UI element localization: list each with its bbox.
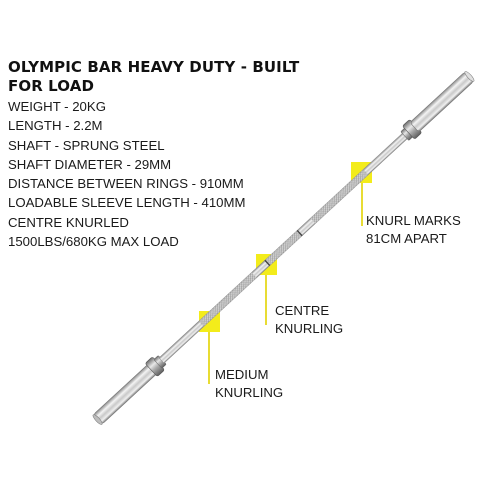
barbell-groove-centre-left: [264, 259, 271, 267]
barbell-right-end-cap: [464, 71, 475, 82]
barbell-left-knurl: [198, 272, 257, 327]
spec-shaft-diameter: SHAFT DIAMETER - 29MM: [8, 156, 172, 172]
barbell-right-knurl: [310, 169, 369, 224]
knurl-marks-label-line-1: KNURL MARKS: [366, 213, 461, 228]
spec-sleeve-length: LOADABLE SLEEVE LENGTH - 410MM: [8, 195, 246, 211]
spec-list: WEIGHT - 20KG LENGTH - 2.2M SHAFT - SPRU…: [8, 97, 308, 251]
spec-weight: WEIGHT - 20KG: [8, 99, 106, 114]
barbell-right-sleeve: [410, 72, 473, 132]
barbell-left-end-cap: [92, 414, 103, 425]
spec-length: LENGTH - 2.2M: [8, 118, 103, 134]
product-title: OLYMPIC BAR HEAVY DUTY - BUILT FOR LOAD: [8, 58, 308, 96]
barbell-groove-centre-right: [296, 229, 303, 237]
barbell: [92, 71, 475, 425]
spec-block: OLYMPIC BAR HEAVY DUTY - BUILT FOR LOAD …: [8, 58, 308, 251]
barbell-centre-knurl: [264, 230, 303, 266]
spec-centre-knurl: CENTRE KNURLED: [8, 214, 129, 230]
medium-knurling-label-line-1: MEDIUM: [215, 367, 269, 382]
product-title-line-2: FOR LOAD: [8, 77, 95, 95]
spec-max-load: 1500LBS/680KG MAX LOAD: [8, 234, 179, 250]
medium-knurling-label-line-2: KNURLING: [215, 385, 284, 400]
spec-ring-distance: DISTANCE BETWEEN RINGS - 910MM: [8, 176, 244, 192]
knurl-marks-label-line-2: 81CM APART: [366, 231, 447, 246]
barbell-left-sleeve: [94, 364, 157, 424]
knurl-marks-label: KNURL MARKS 81CM APART: [366, 212, 461, 248]
medium-knurling-label: MEDIUM KNURLING: [215, 366, 283, 402]
centre-knurling-label: CENTRE KNURLING: [275, 302, 343, 338]
centre-knurling-label-line-2: KNURLING: [275, 321, 344, 336]
spec-shaft: SHAFT - SPRUNG STEEL: [8, 137, 165, 153]
centre-knurling-label-line-1: CENTRE: [275, 303, 330, 318]
product-title-line-1: OLYMPIC BAR HEAVY DUTY - BUILT: [8, 58, 300, 76]
